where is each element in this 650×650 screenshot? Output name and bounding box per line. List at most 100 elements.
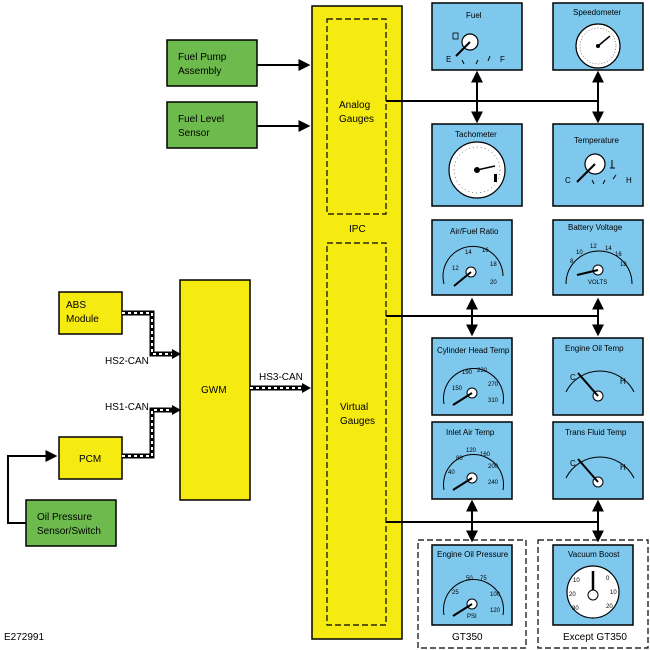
hs2-can-bus bbox=[122, 310, 181, 359]
virtual-gauges-label-1: Virtual bbox=[340, 402, 368, 413]
iat-tick: 240 bbox=[488, 480, 499, 486]
hs3-can-label: HS3-CAN bbox=[259, 372, 303, 383]
afr-tick: 20 bbox=[490, 280, 497, 286]
cht-title: Cylinder Head Temp bbox=[437, 346, 510, 355]
speedometer-gauge: Speedometer bbox=[552, 2, 644, 71]
temperature-title: Temperature bbox=[574, 136, 619, 145]
pcm-box: PCM bbox=[58, 436, 123, 480]
oil-pressure-connection bbox=[7, 450, 58, 524]
tachometer-gauge: Tachometer bbox=[431, 123, 523, 207]
fuel-pump-icon bbox=[452, 32, 459, 40]
afr-tick: 18 bbox=[490, 262, 497, 268]
engine-oil-temp-gauge: Engine Oil Temp C H bbox=[552, 337, 644, 416]
fuel-level-label-2: Sensor bbox=[178, 128, 210, 139]
fuel-gauge-full: F bbox=[500, 55, 505, 64]
battery-tick: 18 bbox=[620, 262, 627, 268]
fuel-pump-assembly-box: Fuel Pump Assembly bbox=[166, 39, 258, 87]
oil-pressure-label-2: Sensor/Switch bbox=[37, 526, 101, 537]
afr-tick: 16 bbox=[482, 248, 489, 254]
oil-pressure-tick: 100 bbox=[490, 592, 501, 598]
hs3-can-bus bbox=[250, 383, 311, 393]
battery-tick: 8 bbox=[570, 259, 574, 265]
virtual-gauge-bus-1 bbox=[386, 297, 604, 337]
analog-gauges-label-1: Analog bbox=[339, 100, 370, 111]
virtual-gauges-group bbox=[326, 242, 387, 626]
trans-cold: C bbox=[570, 459, 576, 468]
boost-tick: 20 bbox=[606, 604, 613, 610]
trans-hot: H bbox=[620, 463, 626, 472]
fuel-pump-label-1: Fuel Pump bbox=[178, 52, 227, 63]
speedometer-title: Speedometer bbox=[573, 8, 621, 17]
iat-tick: 200 bbox=[488, 464, 499, 470]
tachometer-title: Tachometer bbox=[455, 130, 497, 139]
oil-pressure-tick: 25 bbox=[452, 590, 459, 596]
ipc-label: IPC bbox=[349, 224, 366, 235]
gwm-box: GWM bbox=[179, 279, 251, 501]
temperature-cold: C bbox=[565, 176, 571, 185]
oil-pressure-unit: PSI bbox=[467, 614, 477, 620]
oil-pressure-switch-box: Oil Pressure Sensor/Switch bbox=[25, 499, 117, 547]
iat-tick: 40 bbox=[448, 470, 455, 476]
oil-pressure-tick: 75 bbox=[480, 576, 487, 582]
battery-title: Battery Voltage bbox=[568, 223, 623, 232]
trans-title: Trans Fluid Temp bbox=[565, 428, 627, 437]
fuel-level-label-1: Fuel Level bbox=[178, 114, 224, 125]
afr-tick: 14 bbox=[465, 250, 472, 256]
cht-tick: 150 bbox=[452, 386, 463, 392]
oil-pressure-label-1: Oil Pressure bbox=[37, 512, 92, 523]
gt350-label: GT350 bbox=[452, 632, 483, 643]
air-fuel-ratio-gauge: Air/Fuel Ratio 12 14 16 18 20 bbox=[431, 219, 513, 296]
battery-tick: 14 bbox=[605, 246, 612, 252]
boost-tick: 0 bbox=[606, 576, 610, 582]
cht-tick: 270 bbox=[488, 382, 499, 388]
cylinder-head-temp-gauge: Cylinder Head Temp 150 190 230 270 310 bbox=[431, 337, 513, 416]
fuel-gauge: Fuel E F bbox=[431, 2, 523, 71]
hs1-can-bus bbox=[122, 405, 181, 459]
gwm-label: GWM bbox=[201, 385, 227, 396]
coolant-temp-icon bbox=[610, 160, 615, 169]
afr-tick: 12 bbox=[452, 266, 459, 272]
boost-tick: 30 bbox=[572, 606, 579, 612]
pcm-label: PCM bbox=[79, 454, 101, 465]
fuel-pump-label-2: Assembly bbox=[178, 66, 221, 77]
boost-title: Vacuum Boost bbox=[568, 550, 620, 559]
cht-tick: 190 bbox=[462, 370, 473, 376]
battery-tick: 10 bbox=[576, 250, 583, 256]
oil-temp-hot: H bbox=[620, 377, 626, 386]
inlet-air-temp-gauge: Inlet Air Temp 40 80 120 160 200 240 bbox=[431, 421, 513, 500]
except-gt350-variant-group: Vacuum Boost 10 20 30 0 10 20 Except GT3… bbox=[537, 539, 649, 649]
abs-module-box: ABS Module bbox=[58, 291, 123, 335]
iat-tick: 120 bbox=[466, 448, 477, 454]
iat-tick: 160 bbox=[480, 452, 491, 458]
fuel-gauge-title: Fuel bbox=[466, 11, 482, 20]
fuel-level-sensor-box: Fuel Level Sensor bbox=[166, 101, 258, 149]
cht-tick: 310 bbox=[488, 398, 499, 404]
boost-tick: 10 bbox=[610, 590, 617, 596]
oil-pressure-title: Engine Oil Pressure bbox=[437, 550, 509, 559]
figure-id: E272991 bbox=[4, 632, 44, 643]
battery-tick: 16 bbox=[615, 252, 622, 258]
battery-unit: VOLTS bbox=[588, 280, 607, 286]
analog-gauges-group bbox=[326, 18, 387, 215]
afr-title: Air/Fuel Ratio bbox=[450, 227, 499, 236]
virtual-gauges-label-2: Gauges bbox=[340, 416, 375, 427]
iat-tick: 80 bbox=[456, 456, 463, 462]
oil-temp-title: Engine Oil Temp bbox=[565, 344, 624, 353]
boost-tick: 20 bbox=[569, 592, 576, 598]
analog-gauges-label-2: Gauges bbox=[339, 114, 374, 125]
oil-pressure-tick: 120 bbox=[490, 608, 501, 614]
analog-gauge-bus bbox=[386, 70, 604, 124]
hs2-can-label: HS2-CAN bbox=[105, 356, 149, 367]
except-gt350-label: Except GT350 bbox=[563, 632, 627, 643]
iat-title: Inlet Air Temp bbox=[446, 428, 495, 437]
trans-fluid-temp-gauge: Trans Fluid Temp C H bbox=[552, 421, 644, 500]
hs1-can-label: HS1-CAN bbox=[105, 402, 149, 413]
temperature-hot: H bbox=[626, 176, 632, 185]
cht-tick: 230 bbox=[477, 368, 488, 374]
battery-voltage-gauge: Battery Voltage 8 10 12 14 16 18 VOLTS bbox=[552, 219, 644, 296]
gt350-variant-group: Engine Oil Pressure 25 50 75 100 120 PSI… bbox=[417, 539, 527, 649]
oil-pressure-tick: 50 bbox=[466, 576, 473, 582]
boost-tick: 10 bbox=[573, 578, 580, 584]
abs-label-1: ABS bbox=[66, 300, 86, 311]
